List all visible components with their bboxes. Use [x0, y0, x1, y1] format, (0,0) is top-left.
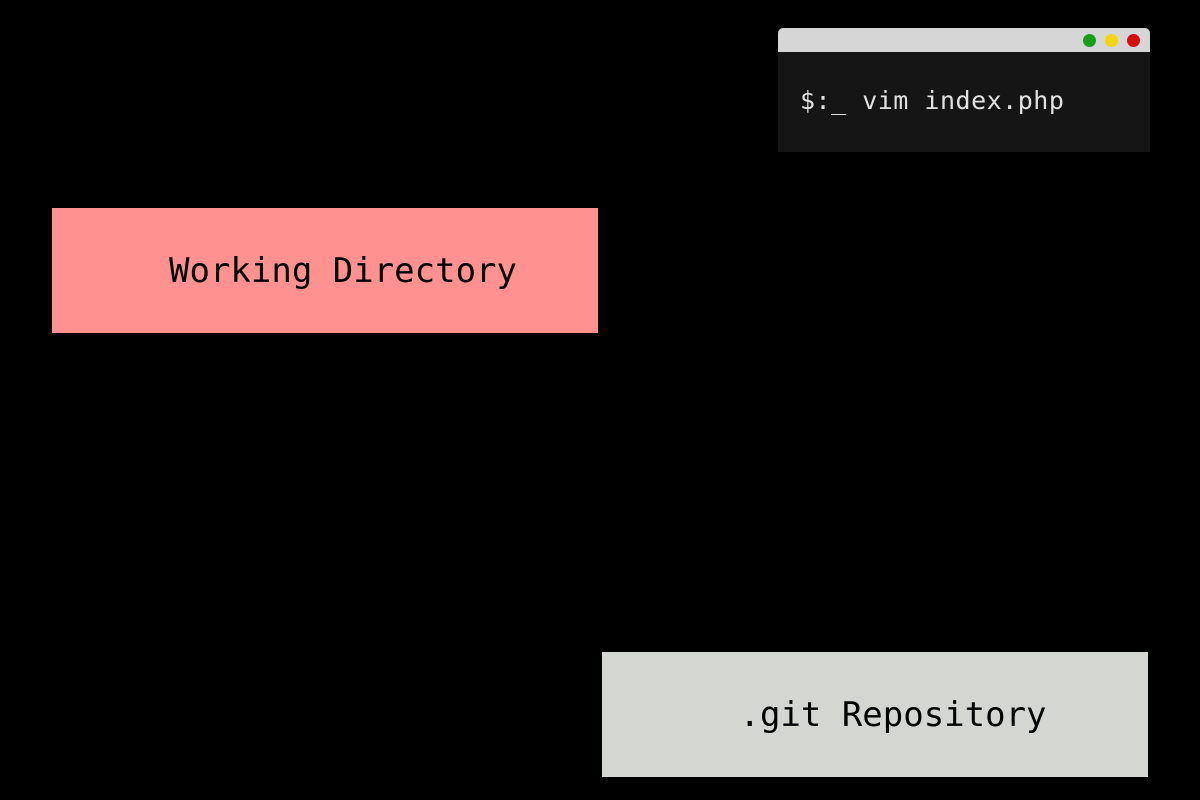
terminal-titlebar[interactable]: [778, 28, 1150, 52]
window-minimize-icon[interactable]: [1105, 33, 1118, 47]
node-git-repository-label: .git Repository: [739, 694, 1047, 735]
node-working-directory-label: Working Directory: [169, 250, 517, 291]
terminal-command-line: $:_ vim index.php: [800, 86, 1065, 115]
terminal-window[interactable]: $:_ vim index.php: [778, 28, 1150, 152]
window-maximize-icon[interactable]: [1127, 33, 1140, 47]
terminal-body[interactable]: $:_ vim index.php: [778, 52, 1150, 152]
node-working-directory[interactable]: Working Directory: [52, 208, 598, 333]
window-controls: [1083, 28, 1140, 52]
node-git-repository[interactable]: .git Repository: [602, 652, 1148, 777]
window-close-icon[interactable]: [1083, 33, 1096, 47]
